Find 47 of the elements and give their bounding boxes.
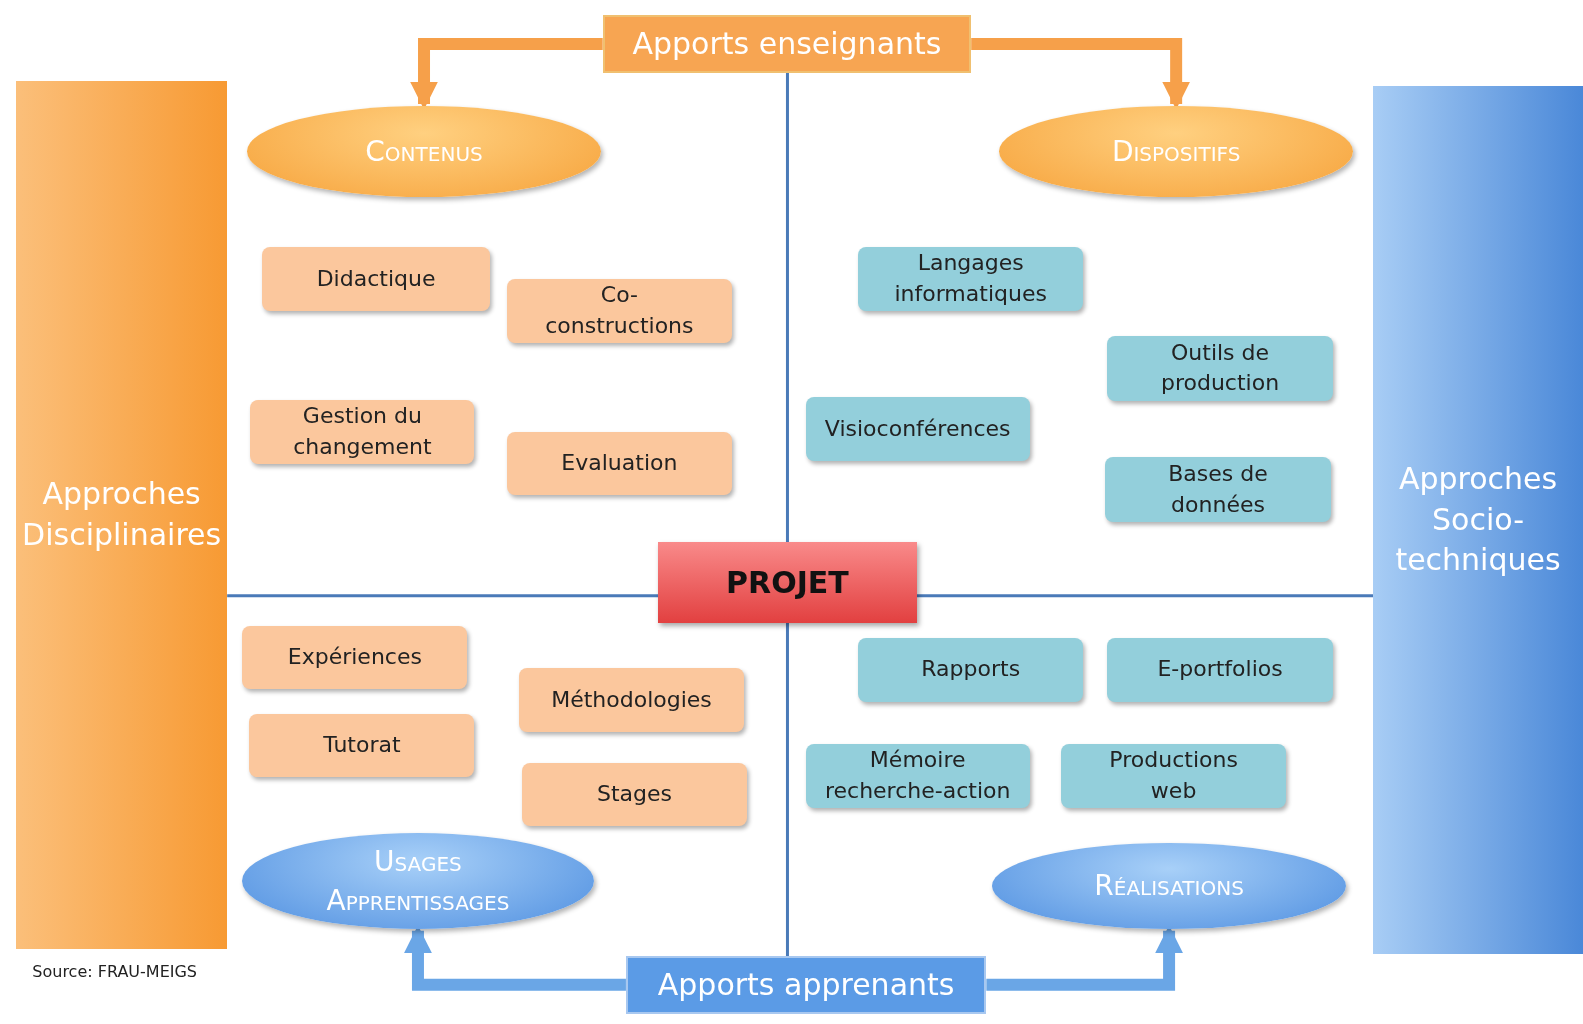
topic-box — [242, 625, 468, 689]
topic-box — [1107, 336, 1333, 401]
topic-box — [506, 278, 732, 344]
center-box — [658, 542, 917, 623]
node-label: Visioconférences — [824, 414, 1011, 443]
node-label: Usages Apprentissages — [325, 843, 511, 919]
node-label: E-portfolios — [1157, 655, 1283, 684]
node-label: Productions web — [1108, 746, 1239, 805]
topic-box — [805, 396, 1030, 462]
node-label: Apports apprenants — [657, 967, 955, 1003]
node-label: Réalisations — [1094, 868, 1244, 905]
topic-box — [262, 247, 490, 311]
node-label: Dispositifs — [1111, 134, 1241, 168]
node-label: PROJET — [726, 565, 849, 600]
node-label: Approches Socio-techniques — [1394, 460, 1562, 580]
node-label: Tutorat — [323, 731, 401, 760]
node-label: Evaluation — [561, 449, 678, 477]
source-note: Source: FRAU-MEIGS — [32, 962, 197, 982]
topic-box — [521, 763, 748, 826]
node-label: Apports enseignants — [632, 26, 942, 62]
node-label: Approches Disciplinaires — [21, 475, 223, 554]
side-band — [1373, 85, 1583, 955]
topic-box — [1107, 638, 1333, 702]
node-label: Gestion du changement — [292, 402, 433, 462]
topic-box — [1061, 744, 1287, 808]
node-label: Mémoire recherche-action — [823, 746, 1012, 805]
node-label: Didactique — [316, 264, 436, 293]
topic-box — [1105, 457, 1331, 522]
topic-box — [858, 638, 1084, 702]
topic-box — [250, 399, 475, 465]
topic-box — [805, 744, 1030, 808]
node-label: Stages — [596, 780, 672, 809]
node-label: Bases de données — [1167, 459, 1269, 519]
topic-box — [858, 247, 1084, 311]
node-label: Rapports — [921, 655, 1021, 684]
node-label: Langages informatiques — [893, 249, 1048, 309]
node-label: Contenus — [365, 134, 483, 168]
topic-box — [249, 713, 475, 778]
node-label: Méthodologies — [551, 685, 712, 714]
header-box — [602, 15, 972, 73]
topic-box — [518, 668, 745, 732]
node-label: Outils de production — [1159, 338, 1281, 398]
topic-box — [506, 432, 732, 495]
node-label: Co-constructions — [544, 281, 695, 340]
node-label: Expériences — [287, 642, 422, 671]
side-band — [16, 80, 228, 949]
header-box — [625, 956, 987, 1014]
